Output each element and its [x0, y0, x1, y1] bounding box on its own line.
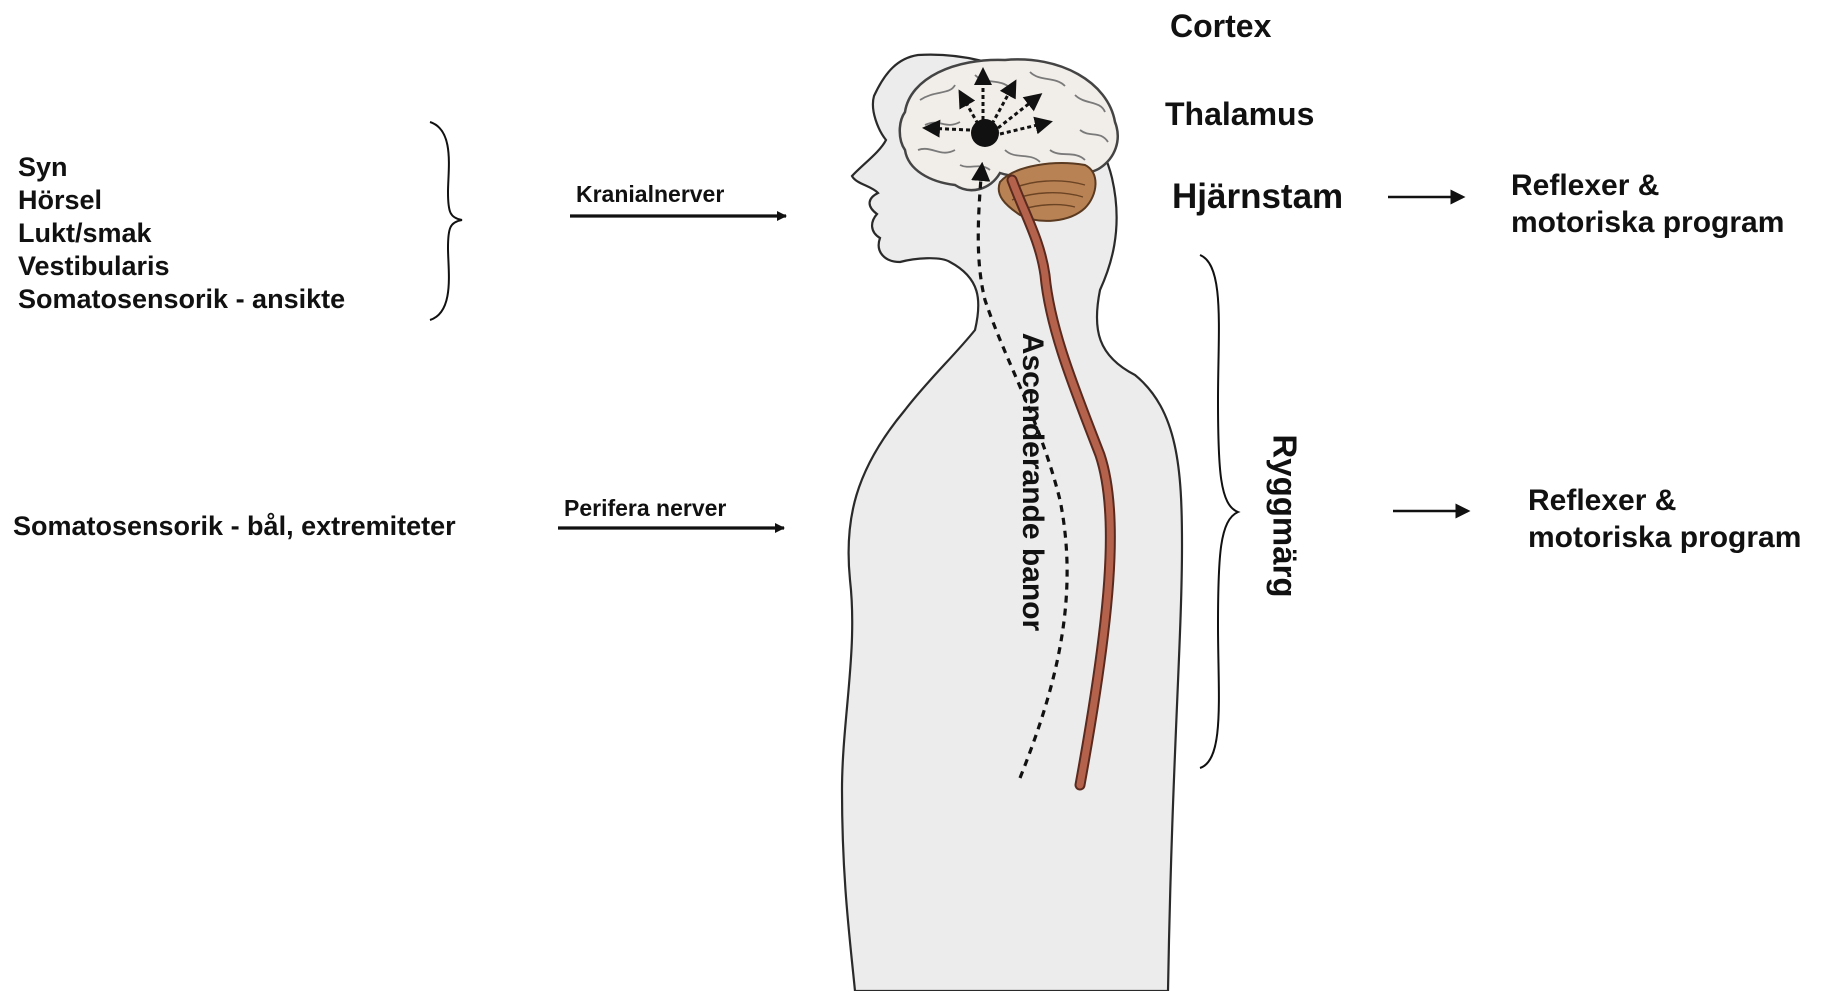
- output-line: motoriska program: [1511, 204, 1784, 241]
- brainstem-output-label: Reflexer & motoriska program: [1511, 167, 1784, 241]
- spinal-brace: [1200, 255, 1238, 768]
- spinal-cord-label: Ryggmärg: [1269, 434, 1302, 597]
- sense-item: Vestibularis: [18, 250, 345, 283]
- peripheral-nerve-label: Perifera nerver: [564, 497, 726, 520]
- trunk-sense-label: Somatosensorik - bål, extremiteter: [13, 513, 456, 540]
- sense-item: Hörsel: [18, 184, 345, 217]
- cortex-label: Cortex: [1170, 10, 1271, 42]
- thalamus-label: Thalamus: [1165, 98, 1314, 130]
- ascending-pathway-label: Ascenderande banor: [1017, 333, 1047, 631]
- sense-item: Lukt/smak: [18, 217, 345, 250]
- sense-item: Somatosensorik - ansikte: [18, 283, 345, 316]
- spinal-output-label: Reflexer & motoriska program: [1528, 482, 1801, 556]
- senses-brace: [430, 122, 462, 320]
- output-line: motoriska program: [1528, 519, 1801, 556]
- sense-item: Syn: [18, 151, 345, 184]
- cranial-nerve-label: Kranialnerver: [576, 183, 724, 206]
- output-line: Reflexer &: [1511, 167, 1784, 204]
- sense-list: Syn Hörsel Lukt/smak Vestibularis Somato…: [18, 151, 345, 316]
- brainstem-label: Hjärnstam: [1172, 179, 1343, 214]
- output-line: Reflexer &: [1528, 482, 1801, 519]
- thalamus-dot: [971, 119, 999, 147]
